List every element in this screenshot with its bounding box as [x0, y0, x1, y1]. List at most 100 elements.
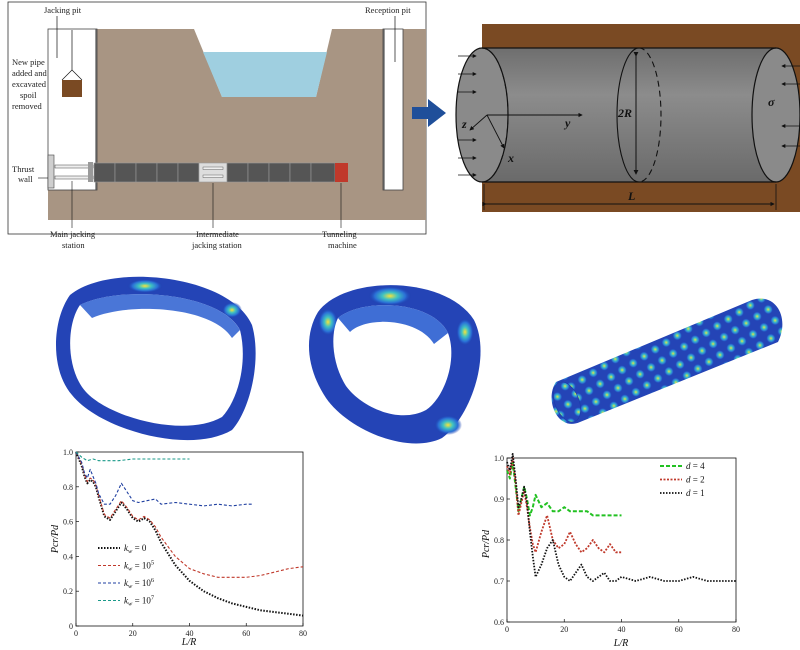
main-jacking-label-2: station: [62, 240, 85, 250]
x-tick-label: 60: [242, 629, 250, 638]
tunneling-label-1: Tunneling: [322, 229, 357, 239]
intermediate-label-2: jacking station: [191, 240, 243, 250]
chart-left-ylabel: Pcr/Pd: [50, 524, 61, 554]
new-pipe-label-4: spoil: [20, 90, 37, 100]
pipe-segment: [135, 162, 158, 183]
series-line-3: [75, 451, 190, 462]
legend-label-2: d = 1: [686, 488, 705, 498]
intermediate-jack: [202, 174, 224, 178]
pipe-string: [93, 162, 348, 183]
water-body: [203, 52, 327, 97]
legend-label-3: kw = 107: [124, 595, 155, 608]
pipe-segment: [156, 162, 179, 183]
reception-pit: [382, 28, 404, 191]
pipe-segment: [93, 162, 116, 183]
axis-z: [469, 114, 488, 131]
new-pipe-label-3: excavated: [12, 79, 47, 89]
x-tick-label: 20: [129, 629, 137, 638]
y-tick-label: 0.4: [63, 552, 73, 561]
y-tick-label: 0: [69, 622, 73, 631]
x-tick-label: 40: [186, 629, 194, 638]
length-label: L: [627, 189, 635, 203]
jacking-pit-label: Jacking pit: [44, 5, 82, 15]
y-tick-label: 0.7: [494, 577, 504, 586]
ring-thin-spot: [222, 302, 242, 318]
x-tick-label: 0: [74, 629, 78, 638]
legend-label-1: d = 2: [686, 475, 705, 485]
intermediate-label-1: Intermediate: [196, 229, 239, 239]
legend-label-0: d = 4: [686, 461, 705, 471]
legend-label-1: kw = 105: [124, 560, 154, 573]
transition-arrow: [412, 99, 446, 127]
intermediate-jack: [202, 166, 224, 170]
reception-pit-label: Reception pit: [365, 5, 411, 15]
x-tick-label: 20: [560, 625, 568, 634]
mid-section-dashed: [638, 47, 662, 183]
x-tick-label: 80: [732, 625, 740, 634]
chart-right-xlabel: L/R: [613, 638, 628, 649]
new-pipe-label-5: removed: [12, 101, 42, 111]
pipe-segment: [177, 162, 200, 183]
mode-shape-long-cylinder: [551, 298, 783, 424]
axis-x: [486, 114, 505, 149]
plot-frame: [75, 451, 304, 627]
series-line-0: [75, 451, 304, 617]
tunneling-label-2: machine: [328, 240, 357, 250]
ring-thin-spot: [127, 279, 163, 293]
pipe-segment: [310, 162, 336, 183]
pipe-segment: [289, 162, 312, 183]
spoil-bucket: [62, 80, 82, 97]
tunneling-machine: [335, 163, 348, 182]
series-line-1: [506, 457, 622, 554]
jack-plate: [88, 162, 93, 182]
stress-label: σ: [768, 95, 775, 109]
axis-x-label: x: [507, 151, 514, 165]
mode-shape-ring-thin: [56, 276, 256, 441]
y-tick-label: 0.6: [63, 518, 73, 527]
series-line-1: [75, 451, 304, 578]
ring-thick-spot: [318, 308, 338, 336]
ring-thin-inner-band: [80, 294, 240, 338]
y-tick-label: 0.6: [494, 618, 504, 627]
y-tick-label: 0.8: [494, 536, 504, 545]
cylinder-model: 2R y z x σ L: [455, 24, 800, 212]
main-jacks: [54, 162, 94, 182]
ring-thick-spot: [368, 286, 412, 306]
ring-thick-hole: [333, 305, 452, 416]
chart-right-ylabel: Pcr/Pd: [481, 529, 492, 559]
new-pipe-label-2: added and: [12, 68, 47, 78]
ring-thick-inner-band: [338, 305, 448, 344]
axis-y-label: y: [563, 116, 571, 130]
long-cylinder-end: [553, 381, 581, 423]
jacking-schematic: Jacking pit Reception pit New pipe added…: [7, 1, 427, 250]
x-tick-label: 0: [505, 625, 509, 634]
ring-thin-hole: [70, 294, 243, 426]
cylinder-right-end: [751, 47, 800, 183]
x-tick-label: 60: [675, 625, 683, 634]
series-line-2: [506, 452, 736, 582]
thrust-wall-label-1: Thrust: [12, 164, 35, 174]
mid-section-solid: [616, 47, 640, 183]
diameter-label: 2R: [617, 106, 632, 120]
axis-z-label: z: [461, 117, 467, 131]
ring-thick-spot: [434, 415, 462, 435]
pipe-segment: [247, 162, 270, 183]
legend-label-0: kw = 0: [124, 543, 147, 555]
new-pipe-label-1: New pipe: [12, 57, 45, 67]
chart-left-xlabel: L/R: [181, 637, 196, 648]
right-pressure-arrows: [781, 64, 800, 148]
plot-frame: [506, 457, 737, 623]
left-pressure-arrows: [458, 54, 477, 177]
jack-rod-top: [54, 164, 94, 169]
pipe-segment: [114, 162, 137, 183]
legend-label-2: kw = 106: [124, 577, 155, 590]
x-tick-label: 40: [618, 625, 626, 634]
series-line-2: [75, 451, 252, 507]
thrust-wall-label-2: wall: [18, 174, 33, 184]
y-tick-label: 0.9: [494, 495, 504, 504]
y-tick-label: 0.8: [63, 483, 73, 492]
